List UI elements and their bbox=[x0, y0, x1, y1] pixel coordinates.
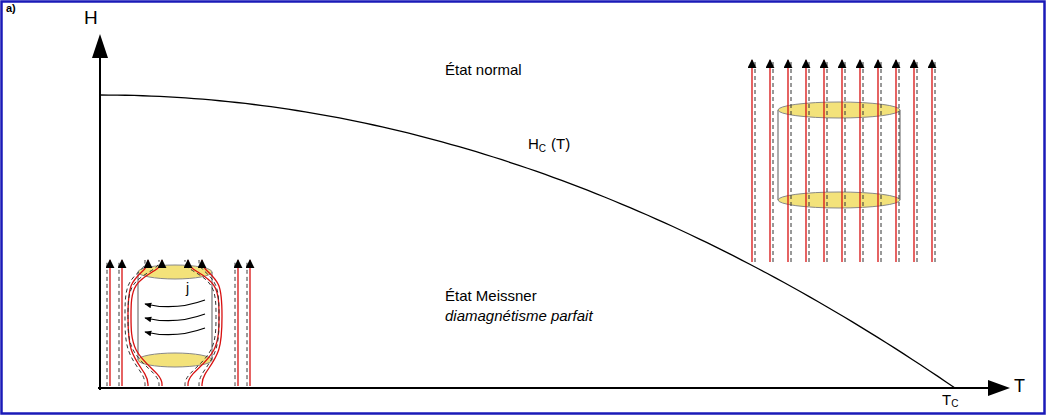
h-axis-arrow bbox=[92, 34, 108, 58]
field-line-dashed bbox=[119, 260, 120, 386]
t-axis bbox=[98, 387, 990, 389]
h-axis bbox=[99, 56, 101, 390]
field-line-dashed bbox=[863, 62, 864, 262]
panel-letter: a) bbox=[6, 3, 16, 14]
field-line-dashed bbox=[881, 62, 882, 262]
field-line bbox=[823, 60, 824, 262]
cylinder-side bbox=[137, 272, 138, 360]
cylinder-side bbox=[777, 110, 778, 200]
field-line-dashed bbox=[247, 260, 248, 386]
subscript: C bbox=[539, 144, 546, 154]
field-line bbox=[121, 260, 122, 386]
cylinder-base bbox=[778, 192, 900, 208]
field-line-dashed bbox=[773, 62, 774, 262]
cylinder-top bbox=[778, 102, 900, 118]
field-line-dashed bbox=[128, 260, 159, 386]
field-line bbox=[249, 260, 250, 386]
field-line-dashed bbox=[791, 62, 792, 262]
field-line bbox=[109, 260, 110, 386]
field-line-dashed bbox=[899, 62, 900, 262]
field-line-dashed bbox=[845, 62, 846, 262]
field-line bbox=[751, 60, 752, 262]
cylinder-side bbox=[899, 110, 900, 200]
supercurrent-arrow bbox=[145, 300, 205, 307]
field-line bbox=[877, 60, 878, 262]
current-label: j bbox=[186, 281, 189, 295]
region-note: diamagnétisme parfait bbox=[445, 308, 593, 323]
field-line bbox=[787, 60, 788, 262]
field-line bbox=[769, 60, 770, 262]
cylinder-base bbox=[138, 353, 212, 367]
field-line bbox=[841, 60, 842, 262]
t-axis-arrow bbox=[988, 380, 1010, 396]
axis-label: T bbox=[1014, 377, 1025, 395]
field-line bbox=[805, 60, 806, 262]
curve-label: H bbox=[528, 136, 539, 151]
field-line bbox=[895, 60, 896, 262]
field-line-dashed bbox=[935, 62, 936, 262]
axis-label: H bbox=[84, 8, 98, 27]
field-line bbox=[913, 60, 914, 262]
field-line bbox=[931, 60, 932, 262]
field-line-dashed bbox=[809, 62, 810, 262]
cylinder-side bbox=[211, 272, 212, 360]
field-line-dashed bbox=[107, 260, 108, 386]
field-line-dashed bbox=[755, 62, 756, 262]
axis-tick-label: T bbox=[942, 392, 951, 407]
field-line bbox=[237, 260, 238, 386]
field-line bbox=[859, 60, 860, 262]
supercurrent-arrow bbox=[145, 314, 205, 321]
subscript: C bbox=[951, 399, 958, 409]
field-line-dashed bbox=[235, 260, 236, 386]
field-line-dashed bbox=[827, 62, 828, 262]
field-line-dashed bbox=[917, 62, 918, 262]
critical-field-curve bbox=[100, 95, 955, 388]
supercurrent-arrow bbox=[145, 328, 205, 335]
curve-label: (T) bbox=[551, 136, 570, 151]
region-label: État normal bbox=[445, 62, 522, 77]
region-label: État Meissner bbox=[445, 288, 537, 303]
field-line bbox=[131, 260, 162, 386]
cylinder-body bbox=[138, 272, 212, 360]
field-line bbox=[202, 260, 222, 386]
